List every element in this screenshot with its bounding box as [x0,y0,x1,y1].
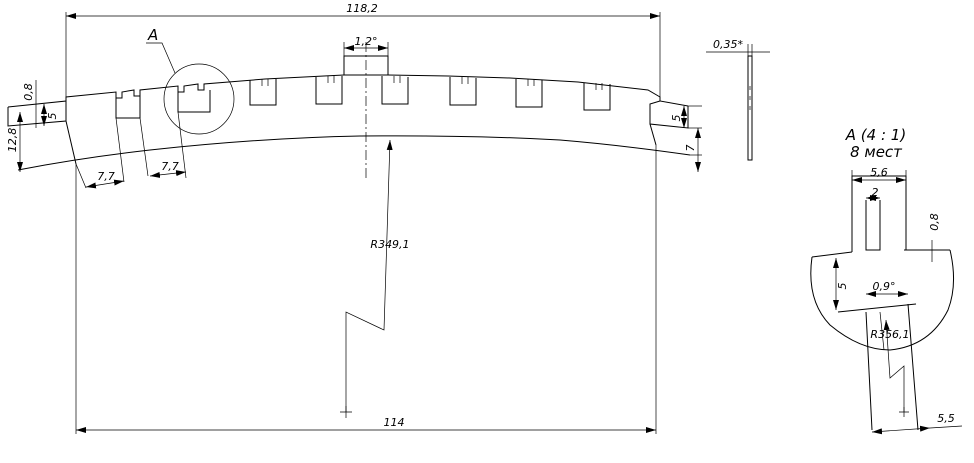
detail-radius: R356,1 [870,328,909,341]
slot-1 [115,96,141,119]
detail-angle: 0,9° [873,280,896,293]
leader-pitch-left [75,111,187,189]
detail-width-inner: 2 [872,186,879,199]
dim-line-pitch-1 [85,179,125,189]
callout-leader-a [146,42,176,74]
slot-6 [449,77,477,106]
dim-bottom-width: 114 [384,416,405,429]
callout-circle-a [163,63,235,135]
main-part [7,42,691,189]
part-right-leg [649,123,657,146]
callout-label-a: A [147,26,158,44]
dim-left-slot-depth: 5 [46,113,59,120]
detail-slot-depth: 5 [836,283,849,290]
dim-right-slot-depth: 5 [670,115,683,122]
slot-3 [249,79,277,106]
part-outer-edge [7,74,689,108]
part-left-leg [65,120,77,165]
slot-2 [177,90,211,113]
detail-a: A (4 : 1) 8 мест 5,6 2 0,8 5 0,9° R [810,126,963,435]
detail-circle [810,249,954,351]
dim-left-height: 12,8 [6,128,19,153]
slot-7 [515,79,543,108]
part-inner-edge [17,135,691,171]
radius-leader [345,139,393,412]
slot-5 [381,76,409,105]
detail-bottom-width: 5,5 [937,412,955,425]
detail-depth-small: 0,8 [928,213,941,231]
part-left-end [7,101,67,127]
dim-thickness: 0,35* [713,38,743,51]
slot-4 [315,76,343,105]
dim-right-height: 7 [684,145,697,152]
main-dimensions: 118,2 1,2° 0,8 5 12,8 7,7 7,7 5 7 R349, [6,2,702,434]
detail-subtitle: 8 мест [850,143,903,161]
detail-tab [851,175,907,252]
side-view: 0,35* [706,38,770,161]
dim-line-pitch-2 [149,170,187,178]
side-view-strip [747,55,753,161]
detail-title: A (4 : 1) [845,126,906,144]
notch-row [261,76,603,90]
dim-slot-angle: 1,2° [355,35,378,48]
dim-top-width: 118,2 [346,2,378,15]
detail-width-outer: 5,6 [870,166,888,179]
dim-pitch-2: 7,7 [161,160,179,173]
dim-pitch-1: 7,7 [97,170,115,183]
dim-radius-main: R349,1 [370,238,409,251]
slot-8 [583,83,611,111]
dim-left-small: 0,8 [22,83,35,101]
